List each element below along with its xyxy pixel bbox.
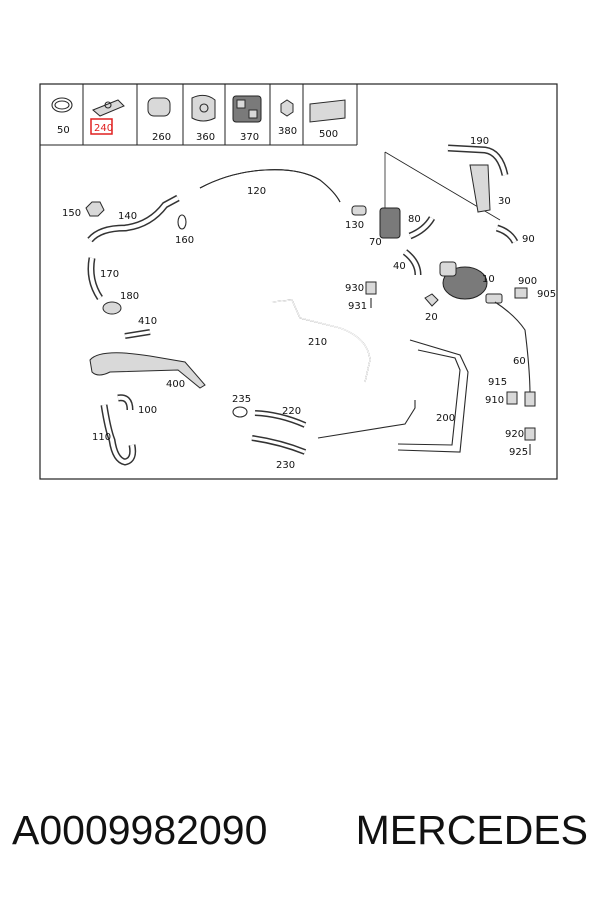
nut-icon — [280, 99, 294, 117]
connector-900 — [514, 287, 528, 299]
header-label-240: 240 — [94, 123, 113, 134]
connector-920 — [524, 427, 536, 455]
callout-60: 60 — [513, 356, 526, 367]
callout-80: 80 — [408, 214, 421, 225]
callout-20: 20 — [425, 312, 438, 323]
callout-70: 70 — [369, 237, 382, 248]
callout-400: 400 — [166, 379, 185, 390]
header-label-380: 380 — [278, 126, 297, 137]
foam-pad-icon — [309, 99, 346, 123]
hose-410 — [124, 329, 151, 339]
valve-130 — [351, 205, 401, 239]
callout-140: 140 — [118, 211, 137, 222]
washer-160 — [177, 214, 187, 230]
callout-931: 931 — [348, 301, 367, 312]
callout-235: 235 — [232, 394, 251, 405]
rubber-sleeve-icon — [147, 97, 171, 117]
callout-90: 90 — [522, 234, 535, 245]
callout-220: 220 — [282, 406, 301, 417]
clamp-235 — [232, 406, 248, 418]
wire-60 — [494, 301, 531, 396]
callout-170: 170 — [100, 269, 119, 280]
callout-410: 410 — [138, 316, 157, 327]
elbow-30 — [469, 164, 491, 213]
pipe-assembly-400 — [89, 352, 206, 389]
hose-170 — [87, 257, 103, 300]
grommet-20 — [424, 293, 439, 307]
nut-150 — [85, 201, 105, 217]
valve-block-icon — [232, 95, 262, 123]
hose-clamp-icon — [51, 97, 73, 113]
brand-name: MERCEDES — [355, 806, 588, 853]
hose-230 — [251, 435, 307, 455]
mount-bush-icon — [191, 94, 216, 122]
sensor-910 — [506, 391, 536, 407]
callout-910: 910 — [485, 395, 504, 406]
callout-920: 920 — [505, 429, 524, 440]
bracket-clip-icon — [92, 99, 125, 117]
callout-180: 180 — [120, 291, 139, 302]
callout-120: 120 — [247, 186, 266, 197]
parts-diagram: 50 240 260 360 370 380 500 — [39, 83, 558, 480]
callout-10: 10 — [482, 274, 495, 285]
clip-180 — [102, 301, 122, 315]
pipe-200 — [317, 339, 469, 453]
hose-40 — [402, 249, 422, 276]
product-caption: A0009982090 MERCEDES — [0, 800, 600, 860]
plug-930 — [365, 281, 377, 308]
hose-120 — [199, 169, 341, 203]
pump-10 — [439, 261, 503, 304]
callout-900: 900 — [518, 276, 537, 287]
header-label-50: 50 — [57, 125, 70, 136]
callout-40: 40 — [393, 261, 406, 272]
callout-160: 160 — [175, 235, 194, 246]
hose-190 — [447, 144, 509, 176]
header-label-360: 360 — [196, 132, 215, 143]
callout-150: 150 — [62, 208, 81, 219]
callout-915: 915 — [488, 377, 507, 388]
callout-190: 190 — [470, 136, 489, 147]
callout-210: 210 — [308, 337, 327, 348]
callout-110: 110 — [92, 432, 111, 443]
hose-140 — [87, 194, 180, 243]
header-label-370: 370 — [240, 132, 259, 143]
pipe-210 — [271, 299, 371, 383]
callout-230: 230 — [276, 460, 295, 471]
highlight-box-240 — [90, 118, 113, 135]
callout-905: 905 — [537, 289, 556, 300]
hose-90 — [495, 224, 519, 244]
callout-925: 925 — [509, 447, 528, 458]
callout-30: 30 — [498, 196, 511, 207]
callout-130: 130 — [345, 220, 364, 231]
header-label-500: 500 — [319, 129, 338, 140]
part-number: A0009982090 — [12, 806, 268, 853]
header-label-260: 260 — [152, 132, 171, 143]
callout-200: 200 — [436, 413, 455, 424]
hose-110 — [100, 404, 137, 466]
callout-930: 930 — [345, 283, 364, 294]
hose-80 — [408, 216, 436, 240]
callout-100: 100 — [138, 405, 157, 416]
hose-220 — [254, 410, 307, 428]
hose-100 — [117, 394, 134, 411]
